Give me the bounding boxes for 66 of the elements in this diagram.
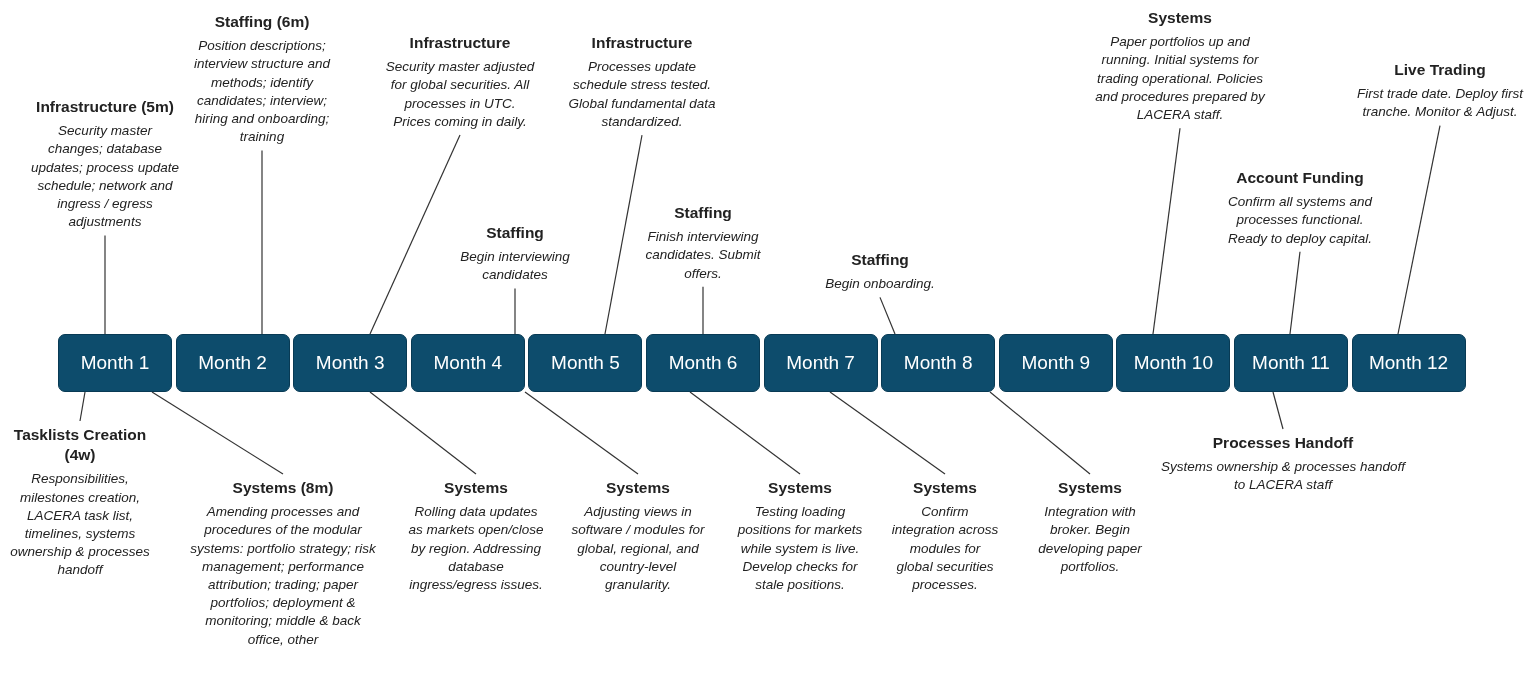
leader-line — [1272, 391, 1284, 430]
milestone-heading: Infrastructure (5m) — [35, 97, 175, 117]
leader-line — [79, 391, 86, 422]
leader-line — [514, 287, 516, 335]
month-box: Month 3 — [293, 334, 408, 392]
month-box: Month 11 — [1234, 334, 1348, 392]
milestone-heading: Infrastructure — [408, 33, 512, 53]
milestone-heading: Staffing (6m) — [213, 12, 311, 32]
milestone-description: Rolling data updates as markets open/close by region. Addressing database ingress/egress issues. — [407, 503, 545, 594]
milestone-description: Amending processes and procedures of the modular systems: portfolio strategy; risk management; performance attribution; trading; paper portfolios; deployment & monitoring; middle & back office, other — [189, 503, 377, 649]
month-box: Month 7 — [763, 334, 878, 392]
month-box: Month 8 — [881, 334, 996, 392]
leader-line — [151, 391, 284, 475]
leader-line — [689, 391, 801, 475]
leader-line — [369, 134, 461, 335]
month-box: Month 2 — [175, 334, 290, 392]
milestone-heading: Systems — [912, 478, 978, 498]
milestone-heading: Account Funding — [1235, 168, 1365, 188]
milestone-heading: Tasklists Creation (4w) — [12, 425, 148, 466]
milestone-heading: Systems — [605, 478, 671, 498]
leader-line — [261, 149, 263, 335]
leader-line — [1289, 251, 1301, 335]
milestone-heading: Systems (8m) — [231, 478, 335, 498]
month-box: Month 10 — [1116, 334, 1231, 392]
milestone-description: Processes update schedule stress tested. Global fundamental data standardized. — [567, 58, 717, 131]
milestone-description: Begin onboarding. — [824, 275, 936, 294]
milestone-heading: Live Trading — [1393, 60, 1487, 80]
milestone-heading: Infrastructure — [590, 33, 694, 53]
leader-line — [369, 391, 477, 475]
milestone-description: Security master adjusted for global securities. All processes in UTC. Prices coming in daily. — [385, 58, 535, 131]
milestone-heading: Systems — [1147, 8, 1213, 28]
leader-line — [604, 134, 643, 335]
leader-line — [1397, 125, 1441, 335]
milestone-description: Confirm all systems and processes functional. Ready to deploy capital. — [1226, 193, 1374, 248]
milestone-description: Adjusting views in software / modules for global, regional, and country-level granularity. — [570, 503, 706, 594]
milestone-description: Confirm integration across modules for global securities processes. — [890, 503, 1000, 594]
leader-line — [702, 286, 704, 335]
month-box: Month 9 — [998, 334, 1113, 392]
milestone-description: Finish interviewing candidates. Submit offers. — [644, 228, 762, 283]
milestone-heading: Staffing — [673, 203, 733, 223]
milestone-description: Integration with broker. Begin developing paper portfolios. — [1037, 503, 1143, 576]
month-box: Month 5 — [528, 334, 643, 392]
month-box: Month 1 — [58, 334, 172, 392]
milestone-heading: Staffing — [485, 223, 545, 243]
milestone-heading: Systems — [443, 478, 509, 498]
leader-line — [989, 391, 1091, 475]
leader-line — [104, 234, 106, 335]
milestone-heading: Staffing — [850, 250, 910, 270]
milestone-description: First trade date. Deploy first tranche. Monitor & Adjust. — [1356, 85, 1525, 122]
milestone-description: Responsibilities, milestones creation, LACERA task list, timelines, systems ownership & processes handoff — [9, 470, 151, 580]
milestone-heading: Systems — [767, 478, 833, 498]
leader-line — [829, 391, 946, 475]
milestone-description: Begin interviewing candidates — [459, 248, 571, 285]
month-box: Month 12 — [1351, 334, 1466, 392]
leader-line — [524, 391, 639, 475]
milestone-description: Systems ownership & processes handoff to LACERA staff — [1160, 458, 1407, 495]
leader-line — [1152, 127, 1181, 335]
milestone-heading: Processes Handoff — [1211, 433, 1355, 453]
milestone-description: Testing loading positions for markets while system is live. Develop checks for stale positions. — [736, 503, 864, 594]
milestone-heading: Systems — [1057, 478, 1123, 498]
milestone-description: Security master changes; database updates; process update schedule; network and ingress / egress adjustments — [30, 122, 180, 232]
month-box: Month 4 — [410, 334, 525, 392]
leader-line — [879, 296, 896, 335]
month-box: Month 6 — [646, 334, 760, 392]
milestone-description: Paper portfolios up and running. Initial systems for trading operational. Policies and procedures prepared by LACERA staff. — [1094, 33, 1266, 124]
milestone-description: Position descriptions; interview structure and methods; identify candidates; interview; hiring and onboarding; training — [193, 37, 332, 147]
